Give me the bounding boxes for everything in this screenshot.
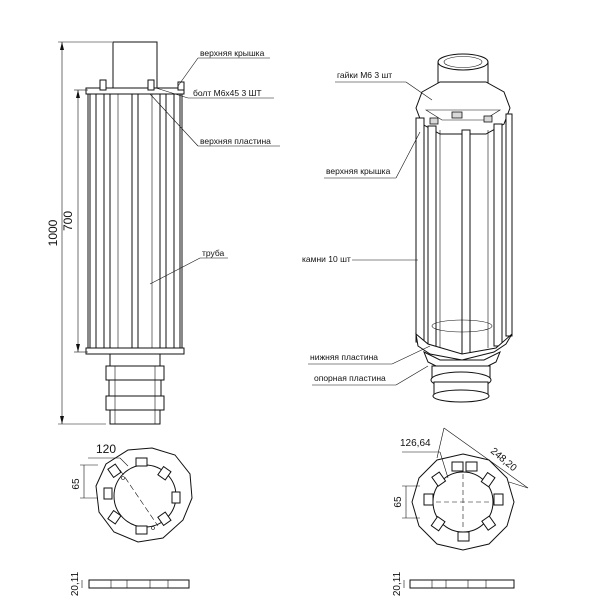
plate-left-dim-offset: 65 <box>71 478 82 490</box>
plate-left-dim-diameter: 120 <box>96 442 116 456</box>
label-top-plate: верхняя пластина <box>200 136 271 146</box>
plate-right-dim-offset: 65 <box>393 496 404 508</box>
side-bottom-plate <box>85 347 185 355</box>
side-bottom-pipe <box>109 353 161 367</box>
iso-bottom-plate <box>415 332 513 361</box>
label-support-plate: опорная пластина <box>314 373 386 383</box>
side-cage <box>87 89 183 353</box>
plate-right-slots <box>423 461 504 542</box>
side-view: 1000 700 верхняя крышка болт М6х45 3 ШТ … <box>46 41 280 425</box>
iso-view: гайки М6 3 шт верхняя крышка камни 10 шт… <box>302 53 513 403</box>
plate-right: 126,64 248,20 65 20,11 <box>392 427 529 596</box>
plate-left-dim-thickness: 20,11 <box>70 571 81 596</box>
dim-700-label: 700 <box>61 211 75 231</box>
dim-700: 700 <box>61 89 88 353</box>
label-top-cover: верхняя крышка <box>200 48 265 58</box>
label-iso-top-cover: верхняя крышка <box>326 166 391 176</box>
label-bolt: болт М6х45 3 ШТ <box>193 88 262 98</box>
dim-1000-label: 1000 <box>46 219 60 246</box>
plate-left: 120 65 20,11 <box>70 442 193 596</box>
label-stones: камни 10 шт <box>302 254 351 264</box>
side-cage-bars <box>89 93 181 349</box>
iso-callouts: гайки М6 3 шт верхняя крышка камни 10 шт… <box>302 70 433 386</box>
label-nuts: гайки М6 3 шт <box>337 70 392 80</box>
iso-cage-bars <box>415 113 513 355</box>
label-pipe: труба <box>202 248 225 258</box>
side-callouts: верхняя крышка болт М6х45 3 ШТ верхняя п… <box>149 48 280 285</box>
plate-left-slots <box>103 457 181 535</box>
label-bottom-plate: нижняя пластина <box>310 352 378 362</box>
plate-right-dim-inner: 126,64 <box>400 438 431 449</box>
plate-right-dim-thickness: 20,11 <box>392 571 403 596</box>
dim-1000: 1000 <box>46 41 112 425</box>
